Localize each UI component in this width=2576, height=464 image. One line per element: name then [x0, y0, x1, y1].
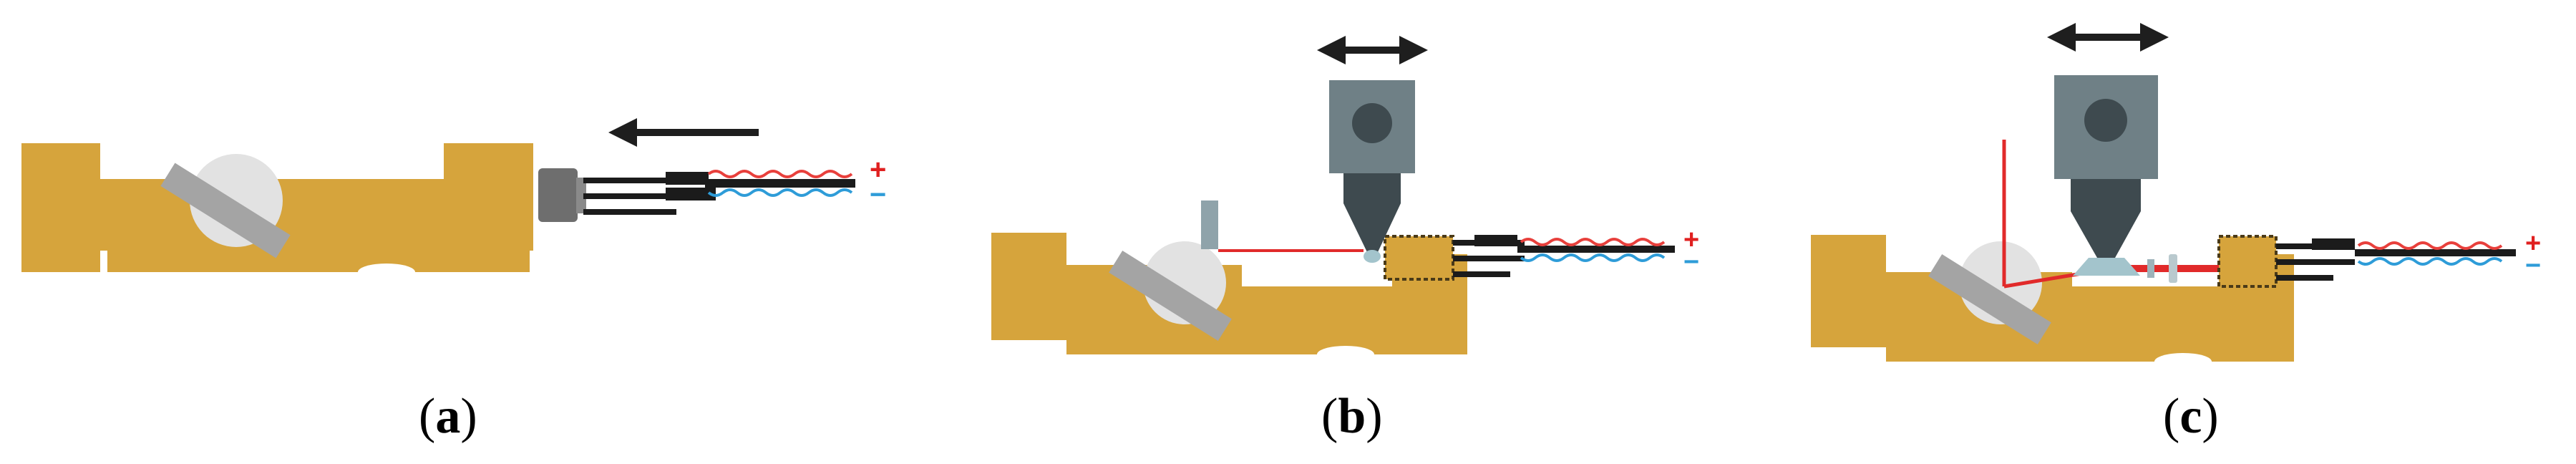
fiber-connector	[1384, 235, 1454, 281]
cable-pin	[2276, 275, 2333, 281]
cable-pin	[1453, 271, 1510, 277]
label-open-paren: (	[1321, 389, 1338, 444]
alignment-target	[1201, 200, 1218, 249]
minus-sign: −	[2525, 251, 2541, 281]
mount-slot	[358, 264, 415, 281]
cable-pin	[583, 209, 676, 215]
minus-sign: −	[1683, 247, 1699, 277]
mirror-plate	[1928, 254, 2051, 344]
panel-a: + −	[21, 118, 886, 281]
cable-pin	[1453, 256, 1525, 261]
cable-jacket	[666, 172, 709, 185]
cable-pin	[2276, 259, 2355, 265]
cable-jacket	[1474, 235, 1517, 246]
cable-sleeve	[705, 179, 855, 188]
cable-jacket	[666, 188, 716, 200]
mount-block-lower	[107, 251, 530, 272]
fiber-connector	[2217, 235, 2278, 288]
tool-tip-contact	[2073, 258, 2140, 276]
connector-collar	[576, 178, 586, 213]
wire-blue	[1520, 253, 1666, 262]
mount-block-lower	[1886, 347, 2294, 362]
mount-block-lower	[1066, 340, 1467, 354]
mirror-plate	[160, 163, 291, 258]
tool-knob	[2084, 99, 2127, 142]
panel-label-b: (b)	[1321, 388, 1383, 445]
cable-sleeve	[2355, 249, 2516, 256]
mirror-plate	[1109, 251, 1232, 341]
mount-block	[1811, 235, 2294, 347]
label-letter: c	[2179, 389, 2202, 444]
plus-sign: +	[1683, 225, 1699, 255]
label-open-paren: (	[2163, 389, 2180, 444]
tool-knob	[1352, 103, 1392, 143]
wire-blue	[707, 188, 853, 197]
cable-jacket	[2312, 238, 2355, 250]
label-letter: a	[435, 389, 461, 444]
tool-neck	[1343, 173, 1401, 203]
label-letter: b	[1338, 389, 1366, 444]
mount-block	[991, 233, 1467, 340]
mount-slot	[1317, 346, 1374, 363]
connector-plug	[538, 168, 578, 222]
wire-blue	[2357, 257, 2503, 266]
plus-sign: +	[870, 154, 886, 185]
lens-element	[2169, 254, 2177, 283]
panel-b: + −	[991, 36, 1699, 363]
cable-sleeve	[1517, 246, 1675, 253]
minus-sign: −	[870, 179, 886, 211]
tool-neck	[2071, 179, 2141, 211]
label-close-paren: )	[2202, 389, 2219, 444]
cable-pin	[583, 178, 676, 183]
mount-slot	[2154, 353, 2212, 370]
label-close-paren: )	[460, 389, 477, 444]
label-open-paren: (	[419, 389, 436, 444]
plus-sign: +	[2525, 228, 2541, 258]
tool-tip	[2071, 211, 2141, 258]
panel-label-a: (a)	[419, 388, 477, 445]
lens-element	[2147, 259, 2154, 278]
wire-red	[1520, 238, 1666, 246]
wire-red	[2357, 241, 2503, 250]
tool-tip-contact	[1364, 250, 1381, 263]
cable-pin	[583, 193, 676, 199]
label-close-paren: )	[1366, 389, 1383, 444]
wire-red	[707, 170, 853, 178]
panel-c: + −	[1811, 23, 2541, 370]
tool-tip	[1343, 203, 1401, 252]
panel-label-c: (c)	[2163, 388, 2219, 445]
